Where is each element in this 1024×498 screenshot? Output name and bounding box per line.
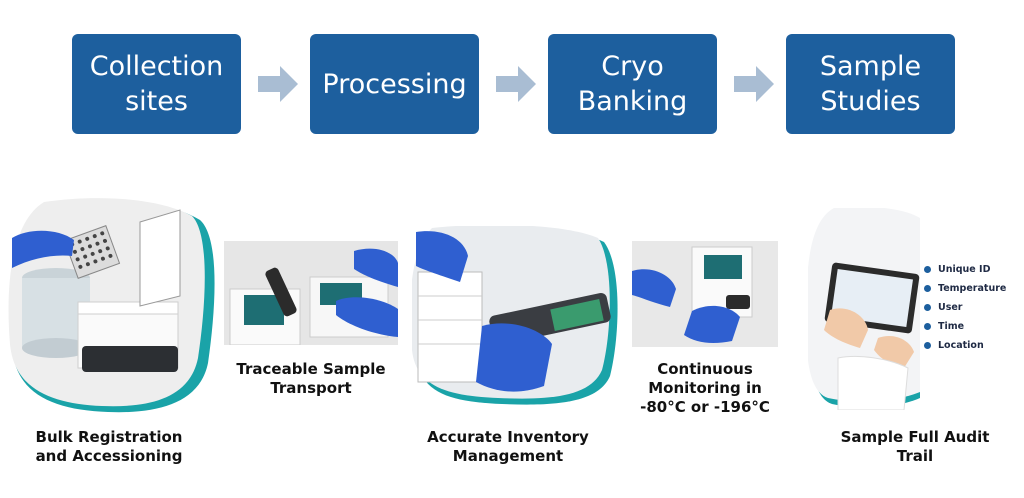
- audit-field-unique-id: Unique ID: [924, 264, 990, 275]
- caption-accurate-inventory: Accurate Inventory Management: [427, 428, 589, 465]
- step-sample-studies: Sample Studies: [786, 34, 955, 134]
- step-label-line1: Sample: [819, 51, 922, 82]
- bullet-icon: [924, 285, 931, 292]
- audit-trail-image: [808, 208, 920, 410]
- caption-continuous-monitoring: Continuous Monitoring in -80°C or -196°C: [640, 360, 770, 416]
- bullet-icon: [924, 323, 931, 330]
- flow-arrow-icon: [496, 66, 536, 102]
- step-label-line2: Studies: [820, 86, 921, 117]
- bulk-registration-image: [8, 198, 218, 416]
- caption-traceable-transport: Traceable Sample Transport: [236, 360, 386, 397]
- step-collection-sites: Collection sites: [72, 34, 241, 134]
- step-label-line1: Collection: [89, 51, 224, 82]
- transport-image: [224, 241, 398, 345]
- flow-arrow-icon: [734, 66, 774, 102]
- step-cryo-banking: Cryo Banking: [548, 34, 717, 134]
- monitoring-image: [632, 241, 778, 347]
- step-label-line2: sites: [125, 86, 188, 117]
- step-label-line2: Banking: [577, 86, 688, 117]
- audit-field-user: User: [924, 302, 963, 313]
- bullet-icon: [924, 266, 931, 273]
- step-label-line1: Processing: [322, 68, 467, 100]
- audit-field-time: Time: [924, 321, 964, 332]
- step-label-line1: Cryo: [601, 51, 664, 82]
- inventory-image: [412, 226, 620, 406]
- bullet-icon: [924, 304, 931, 311]
- caption-audit-trail: Sample Full Audit Trail: [840, 428, 990, 465]
- bullet-icon: [924, 342, 931, 349]
- audit-field-location: Location: [924, 340, 984, 351]
- caption-bulk-registration: Bulk Registration and Accessioning: [35, 428, 183, 465]
- audit-field-temperature: Temperature: [924, 283, 1006, 294]
- step-processing: Processing: [310, 34, 479, 134]
- flow-arrow-icon: [258, 66, 298, 102]
